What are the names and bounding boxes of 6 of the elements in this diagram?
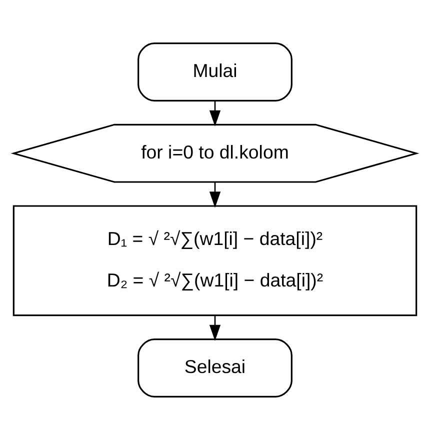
node-box: D₁ = √ ²√∑(w1[i] − data[i])² D₂ = √ ²√∑(w1[i] − data[i])² bbox=[12, 204, 418, 316]
node-box: Mulai bbox=[138, 42, 292, 101]
node-box: Selesai bbox=[138, 338, 292, 397]
arrow bbox=[209, 315, 221, 340]
arrow bbox=[209, 100, 221, 126]
arrow bbox=[209, 182, 221, 208]
